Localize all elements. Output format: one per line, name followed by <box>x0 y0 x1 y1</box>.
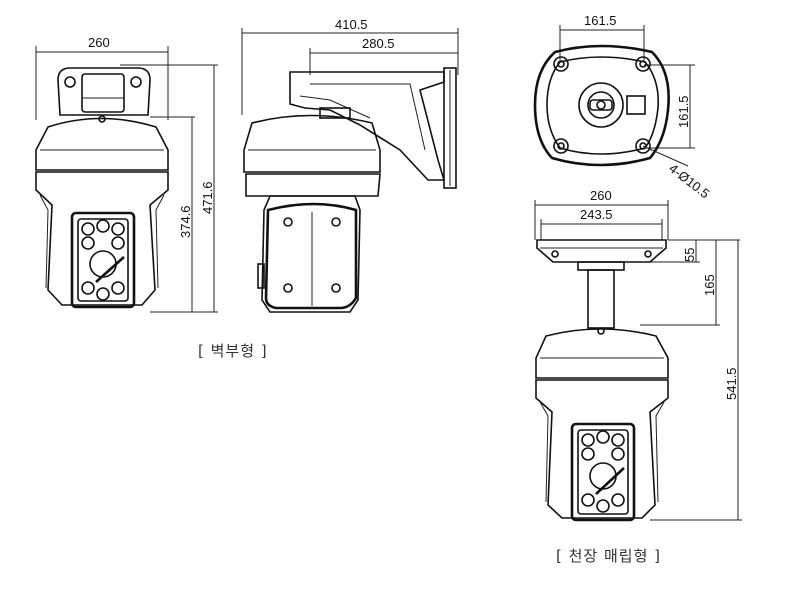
ceiling-base-inner-label: 243.5 <box>580 207 613 222</box>
front-total-height-label: 471.6 <box>200 181 215 214</box>
ceiling-total-height-label: 541.5 <box>724 367 739 400</box>
front-width-label: 260 <box>88 35 110 50</box>
top-depth-label: 161.5 <box>676 95 691 128</box>
ceiling-base-width-label: 260 <box>590 188 612 203</box>
ceiling-plate-height-label: 55 <box>682 248 697 262</box>
front-view: 260 374.6 471.6 <box>35 35 218 313</box>
wall-mount-caption: [ 벽부형 ] <box>198 342 268 360</box>
ceiling-view: 260 243.5 55 165 541.5 <box>534 188 742 522</box>
ceiling-mount-caption: [ 천장 매립형 ] <box>556 547 662 565</box>
side-arm-width-label: 280.5 <box>362 36 395 51</box>
top-holes-label: 4-Ø10.5 <box>666 161 712 202</box>
side-view: 410.5 280.5 <box>241 17 459 313</box>
top-view: 161.5 161.5 4-Ø10.5 <box>533 13 712 202</box>
front-body-height-label: 374.6 <box>178 205 193 238</box>
side-total-width-label: 410.5 <box>335 17 368 32</box>
ceiling-mount-height-label: 165 <box>702 274 717 296</box>
top-width-label: 161.5 <box>584 13 617 28</box>
